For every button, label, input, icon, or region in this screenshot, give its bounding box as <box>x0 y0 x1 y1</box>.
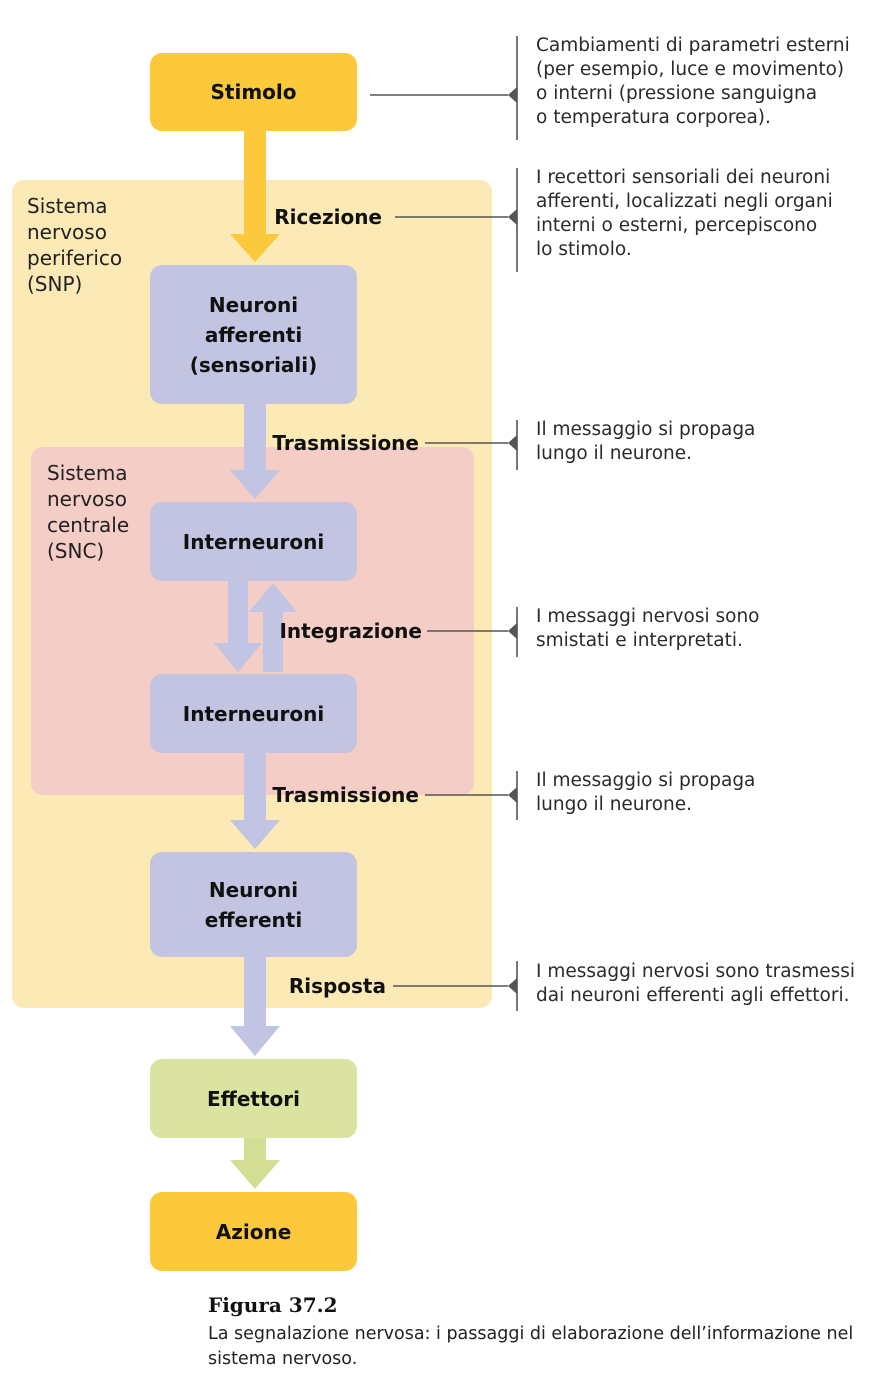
snc-label: Sistema nervoso centrale (SNC) <box>47 461 130 563</box>
note-risposta: I messaggi nervosi sono trasmessi dai ne… <box>536 961 856 1006</box>
arrow-trasmissione-1 <box>230 403 280 499</box>
note-stimolo: Cambiamenti di parametri esterni (per es… <box>536 35 850 128</box>
arrow-integrazione-down <box>214 580 262 672</box>
arrow-effettori-azione <box>230 1137 280 1189</box>
note-integrazione: I messaggi nervosi sono smistati e inter… <box>536 606 760 651</box>
stimolo-box: Stimolo <box>150 53 357 131</box>
step-trasmissione-1: Trasmissione <box>272 431 419 455</box>
snp-label: Sistema nervoso periferico (SNP) <box>27 194 123 296</box>
effettori-box: Effettori <box>150 1059 357 1138</box>
interneuroni-box-2: Interneuroni <box>150 674 357 753</box>
figure-caption-text: La segnalazione nervosa: i passaggi di e… <box>208 1324 854 1369</box>
interneuroni-box-1: Interneuroni <box>150 502 357 581</box>
note-trasmissione-1: Il messaggio si propaga lungo il neurone… <box>536 419 756 464</box>
neuroni-efferenti-box: Neuroni efferenti <box>150 852 357 957</box>
step-ricezione: Ricezione <box>274 205 382 229</box>
note-ricezione: I recettori sensoriali dei neuroni affer… <box>536 167 833 260</box>
figure-caption-title: Figura 37.2 <box>208 1293 338 1317</box>
step-trasmissione-2: Trasmissione <box>272 783 419 807</box>
neuroni-afferenti-box: Neuroni afferenti (sensoriali) <box>150 265 357 404</box>
arrow-risposta <box>230 956 280 1056</box>
step-integrazione: Integrazione <box>279 619 422 643</box>
arrow-trasmissione-2 <box>230 752 280 849</box>
arrow-integrazione-up <box>249 583 297 672</box>
azione-box: Azione <box>150 1192 357 1271</box>
step-risposta: Risposta <box>288 974 386 998</box>
arrow-ricezione <box>230 130 280 262</box>
note-trasmissione-2: Il messaggio si propaga lungo il neurone… <box>536 770 756 815</box>
